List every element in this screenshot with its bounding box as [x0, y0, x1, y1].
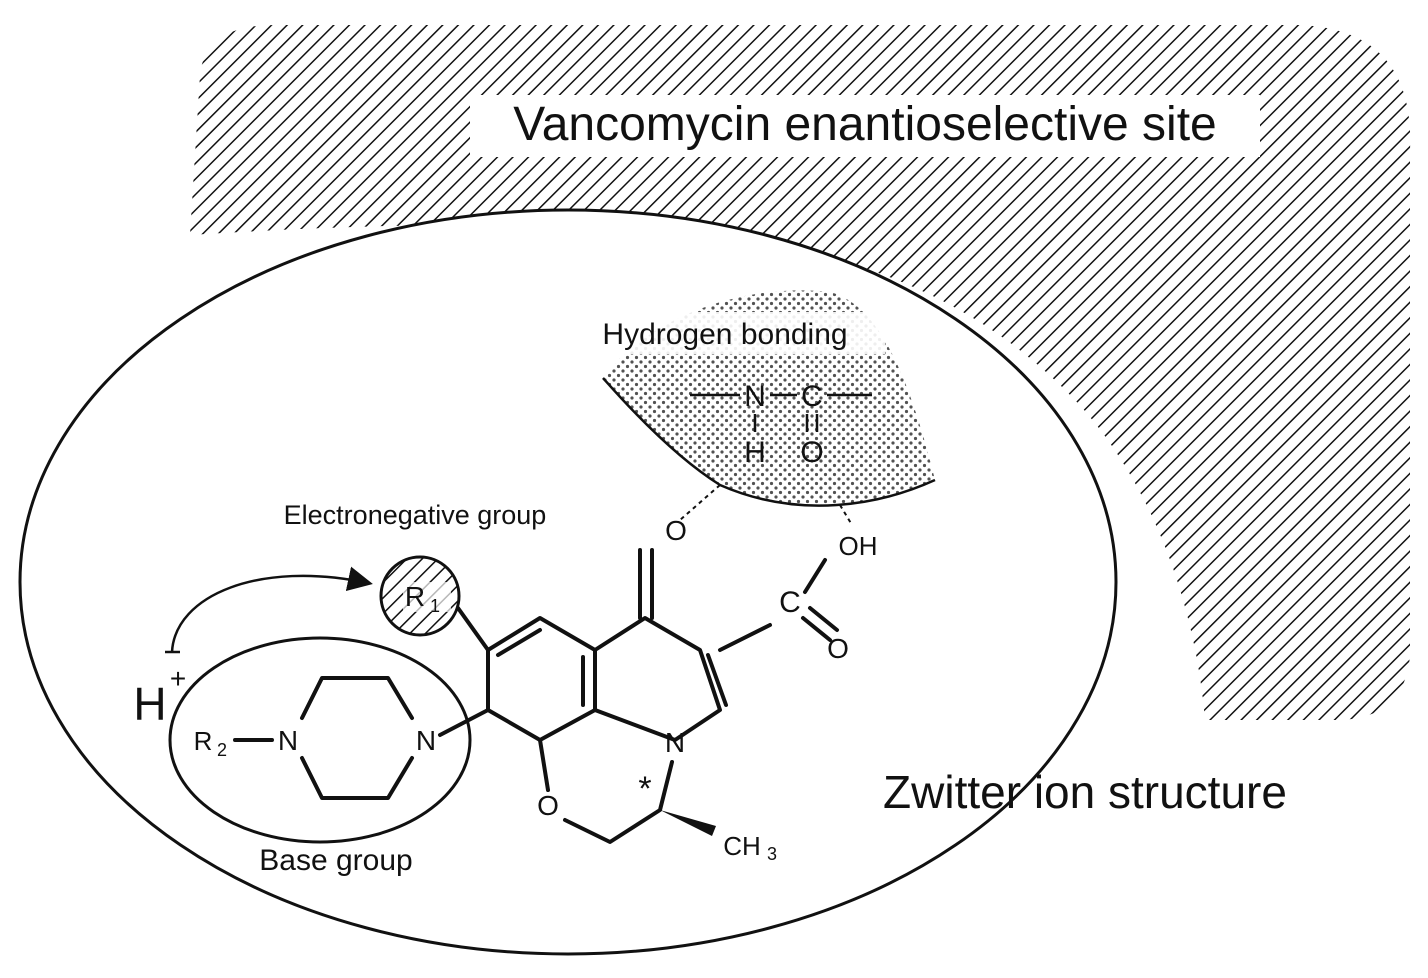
- site-title: Vancomycin enantioselective site: [513, 98, 1216, 151]
- vancomycin-site-region: [190, 25, 1411, 720]
- hydrogen-bonding-label: Hydrogen bonding: [602, 318, 847, 351]
- piperazine-n-left: N: [278, 725, 298, 756]
- base-group-label: Base group: [259, 844, 412, 877]
- electronegative-group-label: Electronegative group: [284, 500, 547, 530]
- ring-nitrogen: N: [665, 727, 685, 758]
- acid-carbon: C: [779, 586, 801, 619]
- h-plus-label: H: [133, 678, 166, 730]
- piperazine-ring: N N R 2: [194, 676, 436, 800]
- proton-transfer-arrow: [170, 566, 373, 653]
- methyl-wedge: [660, 810, 716, 836]
- oxazine-oxygen: O: [537, 790, 559, 821]
- hbond-link-keto: [679, 484, 721, 521]
- site-title-background: [470, 95, 1260, 157]
- methyl-subscript: 3: [767, 844, 777, 864]
- amide-c: C: [801, 380, 823, 413]
- methyl-label: CH: [723, 831, 761, 861]
- h-plus-charge: +: [170, 663, 186, 694]
- base-group-ellipse: [168, 636, 472, 844]
- amide-o: O: [800, 436, 823, 469]
- piperazine-n-right: N: [416, 725, 436, 756]
- hydrogen-bonding-boundary: [602, 377, 936, 507]
- acid-oxygen: O: [827, 633, 849, 664]
- r1-label: R: [405, 581, 425, 612]
- acid-oh: OH: [839, 531, 878, 561]
- keto-oxygen: O: [665, 515, 687, 546]
- amide-h: H: [744, 436, 766, 469]
- amide-n: N: [744, 380, 766, 413]
- r2-label: R: [194, 726, 213, 756]
- amide-group: N C H O: [690, 380, 872, 469]
- r2-subscript: 2: [217, 740, 227, 760]
- stereocenter-star: *: [638, 770, 651, 808]
- r1-subscript: 1: [430, 596, 440, 616]
- quinolone-core: O O N * CH 3 C OH O: [438, 515, 878, 864]
- hbond-link-acid: [839, 504, 853, 526]
- zwitterion-label: Zwitter ion structure: [883, 766, 1287, 818]
